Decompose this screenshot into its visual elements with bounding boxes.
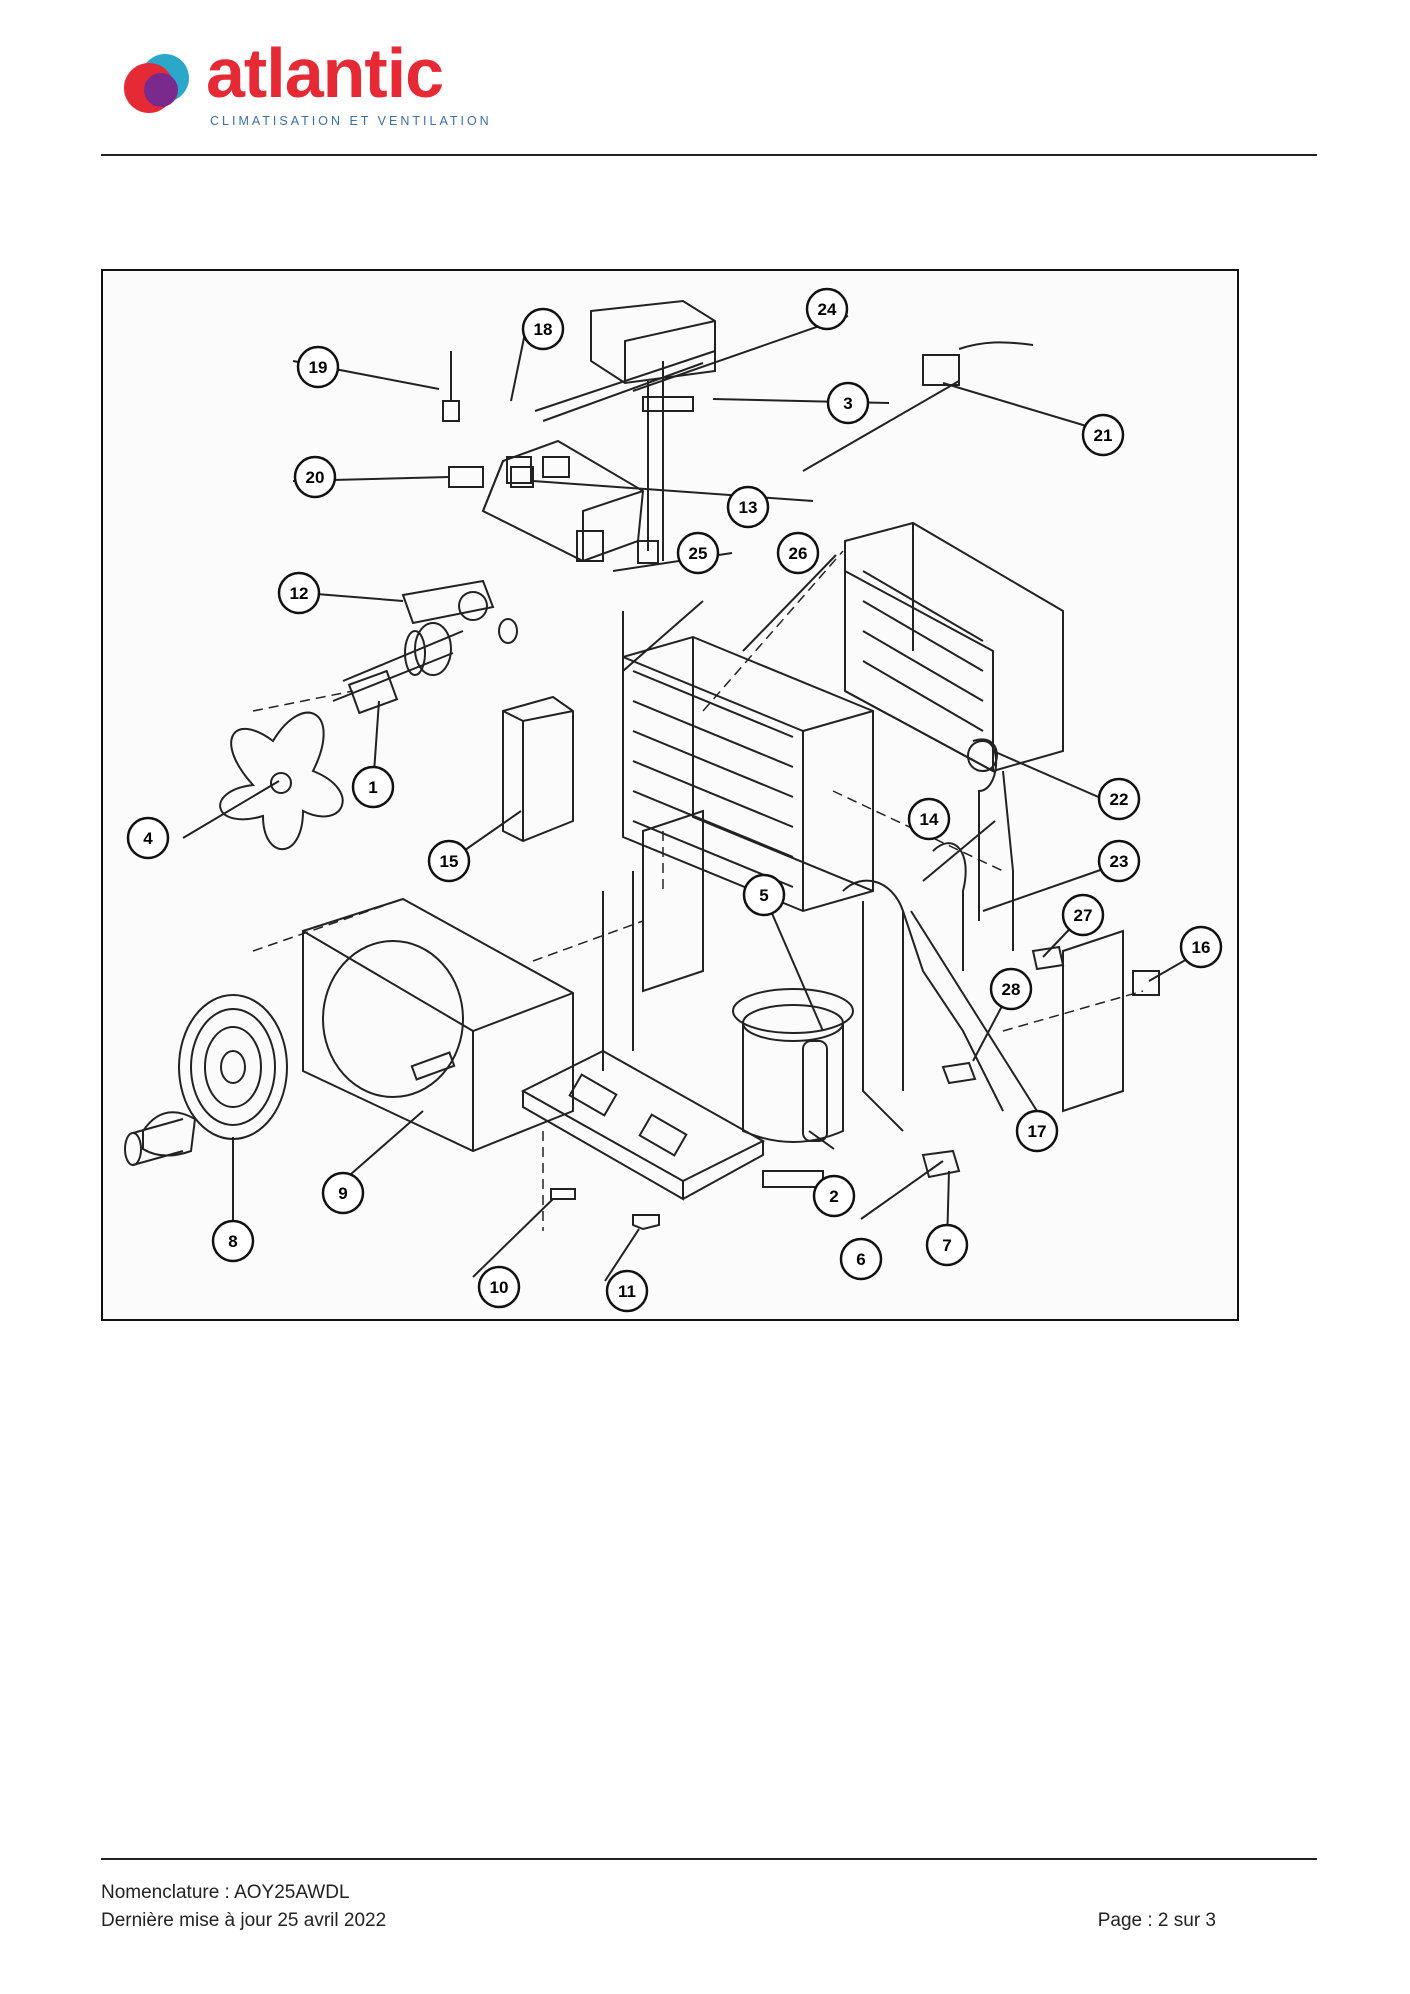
svg-text:3: 3 [843,394,852,413]
svg-text:24: 24 [818,300,837,319]
callout-11: 11 [605,1269,649,1313]
callout-21: 21 [1081,413,1125,457]
svg-text:15: 15 [440,852,459,871]
callout-28: 28 [989,967,1033,1011]
callout-2: 2 [812,1174,856,1218]
svg-text:26: 26 [789,544,808,563]
svg-text:16: 16 [1192,938,1211,957]
callout-20: 20 [293,455,337,499]
svg-text:19: 19 [309,358,328,377]
brand-logo: atlantic CLIMATISATION ET VENTILATION [118,38,498,134]
callout-15: 15 [427,839,471,883]
footer-divider [101,1858,1317,1860]
svg-text:14: 14 [920,810,939,829]
part-callouts: 1 2 3 4 5 6 7 8 9 10 11 12 13 14 15 16 1… [126,287,1223,1313]
svg-text:8: 8 [228,1232,237,1251]
exploded-parts-diagram: 1 2 3 4 5 6 7 8 9 10 11 12 13 14 15 16 1… [101,269,1239,1321]
svg-text:2: 2 [829,1187,838,1206]
svg-text:18: 18 [534,320,553,339]
brand-tagline: CLIMATISATION ET VENTILATION [210,114,492,128]
callout-9: 9 [321,1171,365,1215]
callout-3: 3 [826,381,870,425]
svg-text:1: 1 [368,778,377,797]
svg-text:5: 5 [759,886,768,905]
last-update-label: Dernière mise à jour 25 avril 2022 [101,1910,387,1931]
callout-7: 7 [925,1223,969,1267]
svg-text:23: 23 [1110,852,1129,871]
svg-text:22: 22 [1110,790,1129,809]
page-number: Page : 2 sur 3 [1097,1910,1216,1931]
svg-text:11: 11 [618,1282,636,1301]
callout-10: 10 [477,1265,521,1309]
brand-name: atlantic [206,34,444,112]
exploded-view-drawing: 1 2 3 4 5 6 7 8 9 10 11 12 13 14 15 16 1… [124,287,1223,1313]
svg-text:21: 21 [1094,426,1113,445]
header-divider [101,154,1317,156]
callout-16: 16 [1179,925,1223,969]
callout-8: 8 [211,1219,255,1263]
svg-text:7: 7 [942,1236,951,1255]
callout-26: 26 [776,531,820,575]
callout-18: 18 [521,307,565,351]
svg-text:27: 27 [1074,906,1093,925]
callout-23: 23 [1097,839,1141,883]
callout-14: 14 [907,797,951,841]
callout-25: 25 [676,531,720,575]
callout-27: 27 [1061,893,1105,937]
nomenclature-label: Nomenclature : AOY25AWDL [101,1882,350,1903]
svg-text:4: 4 [143,829,153,848]
logo-mark-icon [124,54,189,113]
callout-6: 6 [839,1237,883,1281]
callout-24: 24 [805,287,849,331]
callout-5: 5 [742,873,786,917]
svg-text:9: 9 [338,1184,347,1203]
svg-text:12: 12 [290,584,309,603]
callout-19: 19 [296,345,340,389]
callout-13: 13 [726,485,770,529]
svg-text:6: 6 [856,1250,865,1269]
callout-4: 4 [126,816,170,860]
callout-12: 12 [277,571,321,615]
svg-text:17: 17 [1028,1122,1047,1141]
svg-text:20: 20 [306,468,325,487]
svg-text:13: 13 [739,498,758,517]
callout-1: 1 [351,765,395,809]
svg-text:25: 25 [689,544,708,563]
svg-text:28: 28 [1002,980,1021,999]
svg-text:10: 10 [490,1278,509,1297]
callout-17: 17 [1015,1109,1059,1153]
callout-22: 22 [1097,777,1141,821]
